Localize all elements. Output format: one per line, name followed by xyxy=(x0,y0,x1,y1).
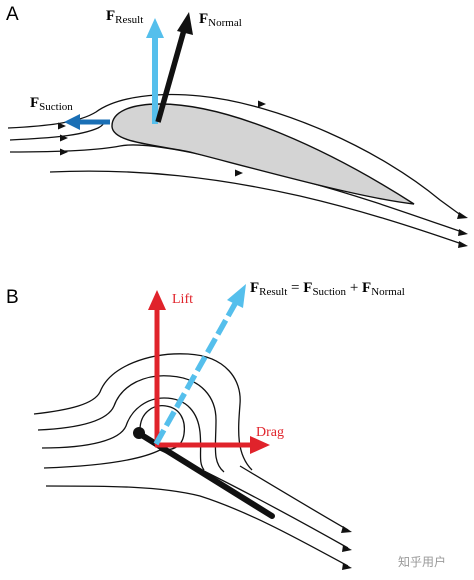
drag-arrow xyxy=(155,436,270,454)
airfoil xyxy=(111,103,415,205)
panel-a-flow-arrowheads xyxy=(58,100,468,248)
f-result-label: FResult xyxy=(106,8,143,26)
force-equation: FResult = FSuction + FNormal xyxy=(250,280,405,298)
panel-b: B xyxy=(6,280,405,570)
watermark-text: 知乎用户 xyxy=(398,554,446,569)
streamline-a-bottom xyxy=(49,170,463,245)
streamline-b-upper-right xyxy=(239,465,349,531)
panel-b-streamlines xyxy=(33,353,349,567)
f-normal-label: FNormal xyxy=(199,11,242,29)
f-normal-arrow xyxy=(155,12,193,123)
streamline-b-lower-2 xyxy=(45,485,349,567)
flat-plate xyxy=(133,427,275,519)
f-suction-label: FSuction xyxy=(30,95,73,113)
panel-b-flow-arrowheads xyxy=(341,526,352,570)
lift-label: Lift xyxy=(172,292,193,307)
streamline-b-lower-1 xyxy=(43,449,349,549)
streamline-b-2 xyxy=(37,375,225,473)
streamline-b-outer xyxy=(33,353,253,471)
drag-label: Drag xyxy=(256,425,284,440)
streamline-b-inner-loop xyxy=(139,405,186,451)
panel-a: A xyxy=(6,4,468,248)
lift-arrow xyxy=(148,290,166,445)
f-result-arrow xyxy=(146,18,164,124)
panel-b-letter: B xyxy=(6,287,19,308)
f-result-arrow-b xyxy=(153,284,246,446)
panel-a-letter: A xyxy=(6,4,19,25)
f-suction-arrow xyxy=(64,114,110,130)
